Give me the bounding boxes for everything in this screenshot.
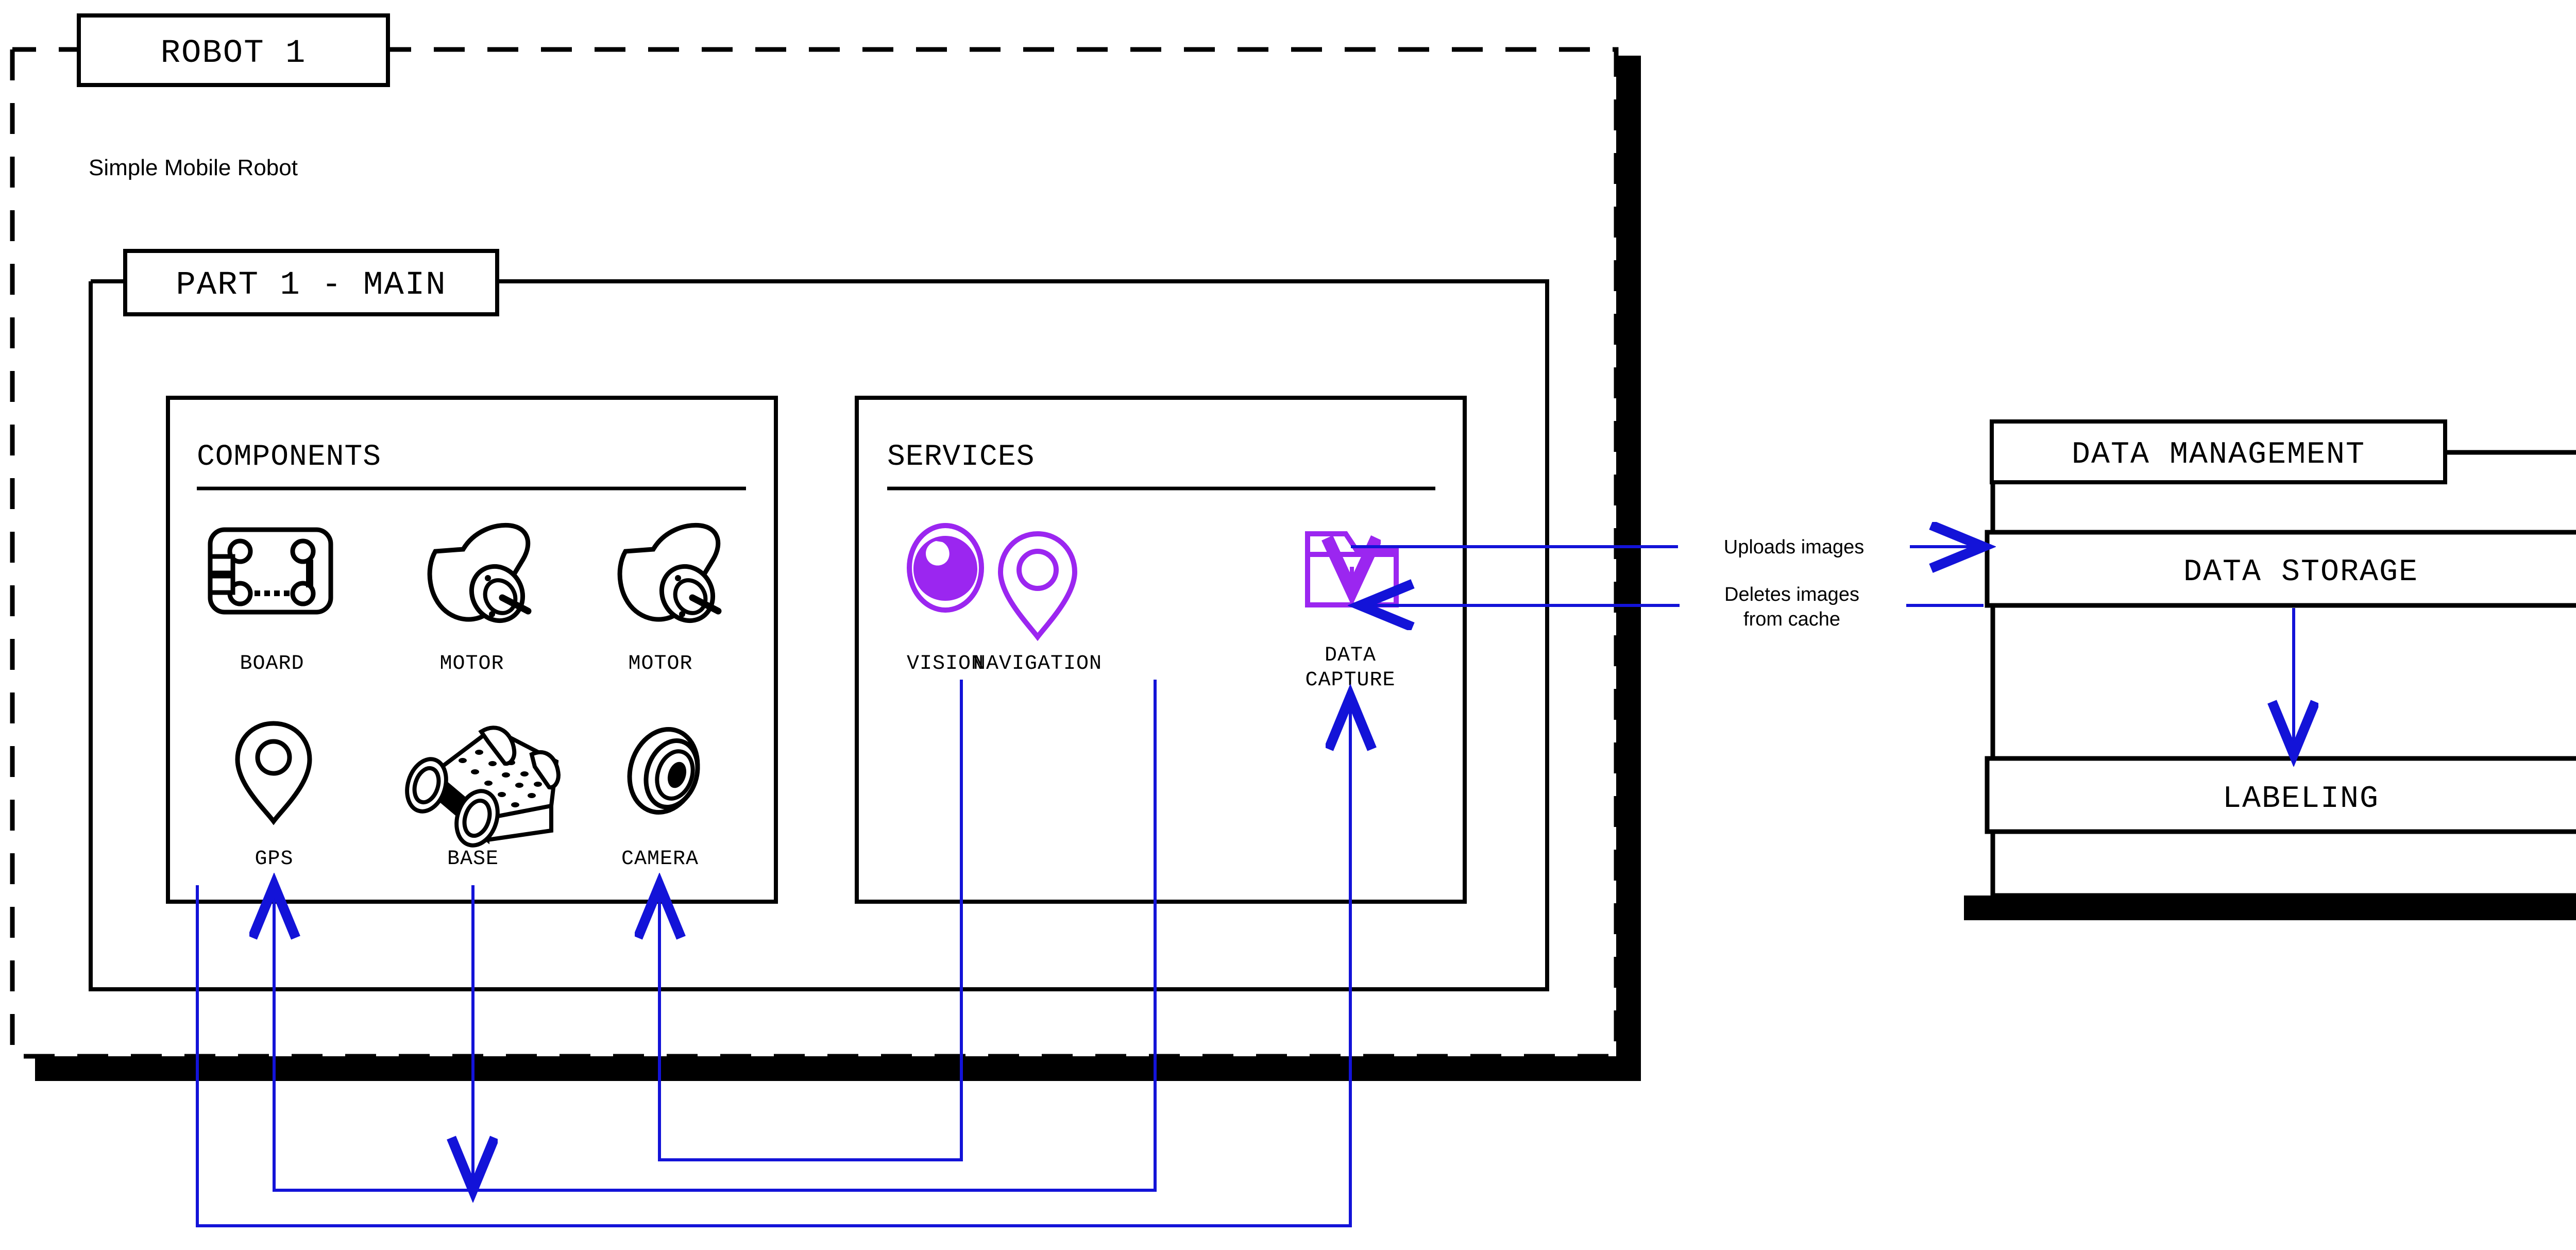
- edge-label-deletes-2: from cache: [1743, 609, 1840, 630]
- edge-label-uploads: Uploads images: [1724, 536, 1864, 558]
- data-storage-label: DATA STORAGE: [2183, 555, 2418, 590]
- services-heading: SERVICES: [887, 441, 1035, 474]
- rover-base-icon: [405, 725, 561, 848]
- map-pin-icon: [235, 721, 312, 825]
- component-label-gps: GPS: [255, 848, 293, 871]
- edge-label-deletes-1: Deletes images: [1724, 584, 1859, 605]
- circuit-board-icon: [208, 527, 333, 615]
- edge-uploads-images: Uploads images: [1351, 536, 1984, 558]
- components-heading: COMPONENTS: [197, 441, 381, 474]
- robot-title: ROBOT 1: [161, 35, 307, 72]
- robot-frame-shadow: [35, 56, 1641, 1081]
- eye-icon: [907, 523, 984, 613]
- component-label-board: BOARD: [240, 652, 304, 675]
- service-label-datacapture-line1: DATA: [1325, 644, 1376, 667]
- service-label-navigation: NAVIGATION: [973, 652, 1102, 675]
- data-storage-box[interactable]: DATA STORAGE: [1985, 530, 2576, 608]
- datamgmt-title-chip: DATA MANAGEMENT: [1990, 419, 2447, 484]
- service-label-datacapture-line2: CAPTURE: [1305, 669, 1395, 692]
- component-label-base: BASE: [447, 848, 499, 871]
- map-pin-icon: [997, 531, 1078, 641]
- services-panel: SERVICES: [855, 396, 1467, 904]
- part-frame: [89, 279, 1549, 991]
- datamgmt-frame-shadow: [1964, 896, 2576, 920]
- robot-dashed-frame: [10, 47, 1619, 1059]
- edge-deletes-images: Deletes images from cache: [1360, 584, 1984, 630]
- datamgmt-title: DATA MANAGEMENT: [2072, 437, 2365, 472]
- part-title-chip: PART 1 - MAIN: [123, 249, 499, 316]
- component-label-camera: CAMERA: [621, 848, 699, 871]
- wire-vision-to-camera: [659, 680, 963, 1161]
- wire-navigation-to-gps: [274, 680, 1157, 1192]
- component-label-motor-2: MOTOR: [628, 652, 692, 675]
- robot-title-chip: ROBOT 1: [77, 13, 390, 87]
- labeling-box[interactable]: LABELING: [1985, 756, 2576, 834]
- component-label-motor-1: MOTOR: [439, 652, 504, 675]
- motor-icon: [427, 522, 532, 623]
- camera-lens-icon: [627, 727, 700, 815]
- robot-subtitle: Simple Mobile Robot: [89, 155, 298, 180]
- service-label-vision: VISION: [907, 652, 984, 675]
- labeling-label: LABELING: [2223, 782, 2379, 817]
- part-title: PART 1 - MAIN: [176, 267, 446, 304]
- motor-icon: [617, 522, 722, 623]
